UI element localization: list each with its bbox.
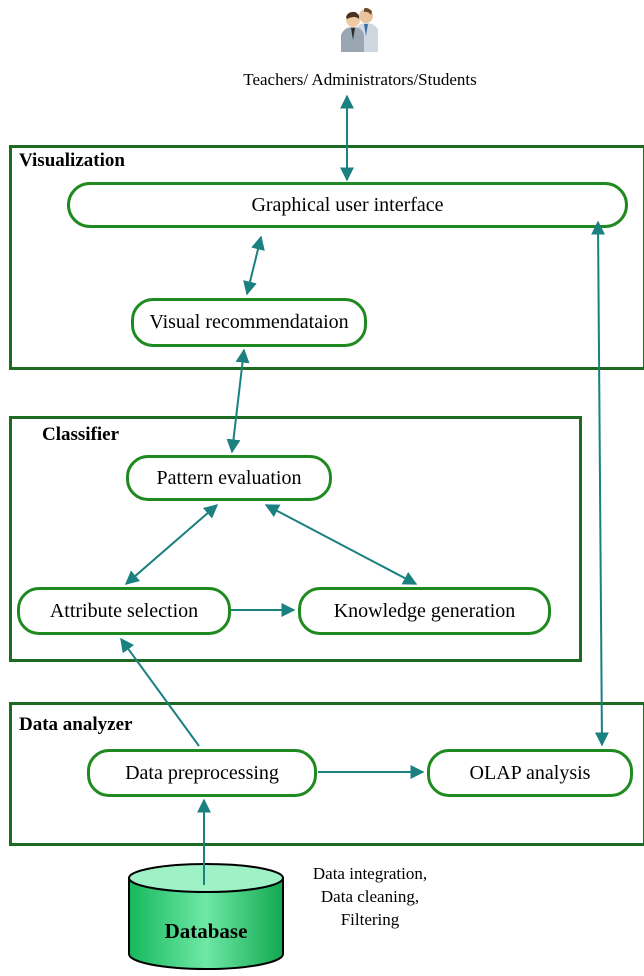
arrow-pattern-attribute <box>124 504 219 585</box>
arrow-gui-visualrec <box>243 235 265 296</box>
graphical-user-interface-node[interactable]: Graphical user interface <box>67 182 628 228</box>
classifier-section <box>9 416 582 662</box>
database-cylinder: Database <box>128 863 284 970</box>
attribute-selection-node[interactable]: Attribute selection <box>17 587 231 635</box>
users-label: Teachers/ Administrators/Students <box>243 70 477 89</box>
arrow-visualrec-pattern <box>226 348 250 454</box>
knowledge-generation-node[interactable]: Knowledge generation <box>298 587 551 635</box>
visualization-title: Visualization <box>19 150 125 171</box>
olap-analysis-node[interactable]: OLAP analysis <box>427 749 633 797</box>
visual-recommendation-node[interactable]: Visual recommendataion <box>131 298 367 347</box>
arrow-pattern-knowledge <box>264 504 418 585</box>
database-label: Database <box>165 919 248 943</box>
pattern-evaluation-node[interactable]: Pattern evaluation <box>126 455 332 501</box>
data-analyzer-title: Data analyzer <box>19 714 133 735</box>
arrow-gui-olap <box>591 220 609 747</box>
preprocessing-notes: Data integration, Data cleaning, Filteri… <box>290 862 450 931</box>
note-filtering: Filtering <box>340 910 400 929</box>
users-icon <box>341 7 378 52</box>
note-data-integration: Data integration, <box>312 864 428 883</box>
arrow-prep-attribute <box>120 637 200 747</box>
note-data-cleaning: Data cleaning, <box>320 887 420 906</box>
data-preprocessing-node[interactable]: Data preprocessing <box>87 749 317 797</box>
classifier-title: Classifier <box>42 424 120 445</box>
